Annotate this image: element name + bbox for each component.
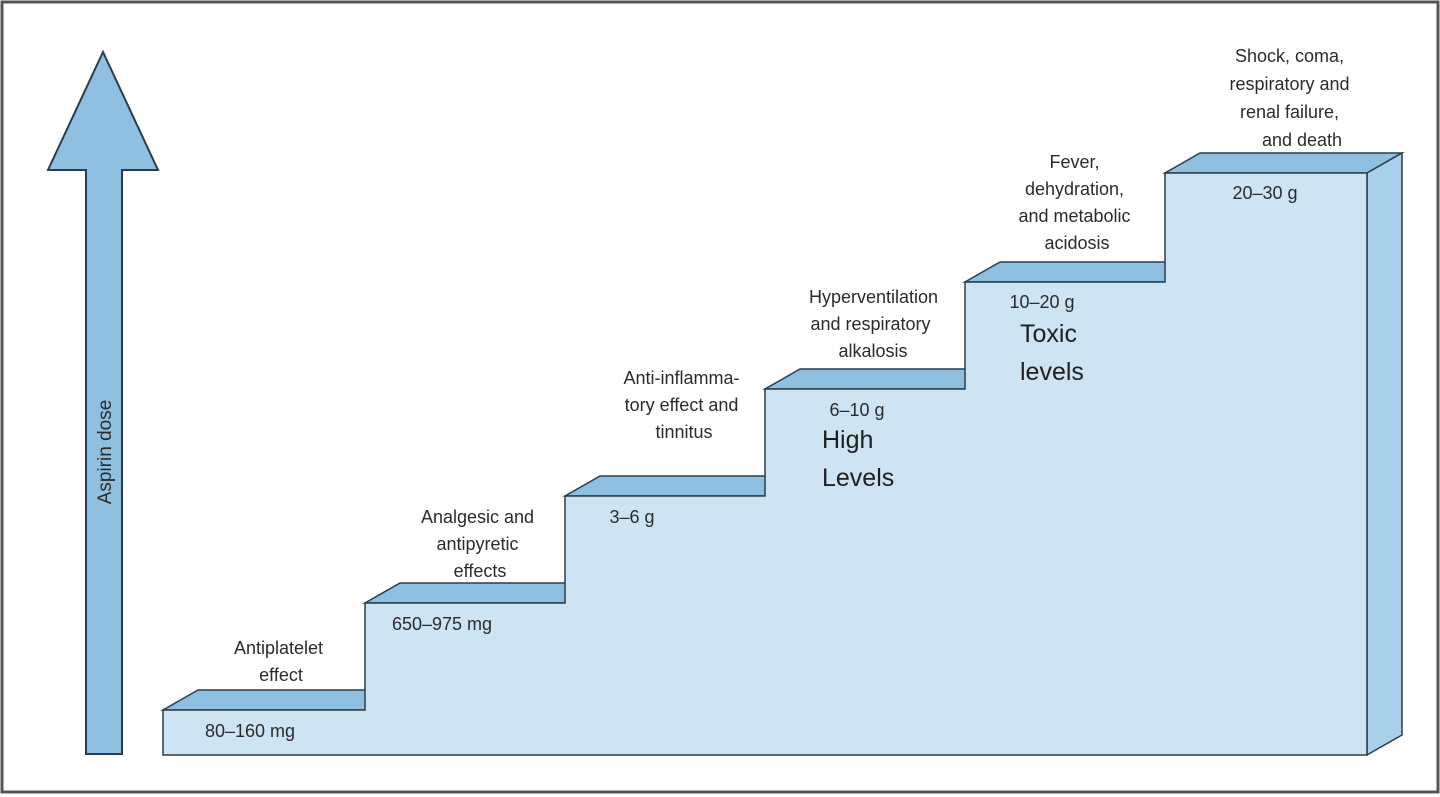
axis-label: Aspirin dose	[95, 400, 116, 505]
effect-line: tory effect and	[625, 395, 739, 415]
effect-line: Hyperventilation	[809, 287, 938, 307]
effect-line: acidosis	[1044, 233, 1109, 253]
dose-label: 6–10 g	[829, 400, 884, 420]
effect-label-step-3: Anti-inflamma- tory effect and tinnitus	[623, 368, 744, 442]
effect-line: tinnitus	[655, 422, 712, 442]
dose-labels: 80–160 mg 650–975 mg 3–6 g 6–10 g 10–20 …	[205, 183, 1298, 741]
level-annotations: High Levels Toxic levels	[822, 320, 1084, 492]
level-label: Levels	[822, 464, 894, 492]
step-6-top	[1162, 152, 1405, 174]
effect-line: renal failure,	[1240, 102, 1339, 122]
effect-line: Analgesic and	[421, 507, 534, 527]
effect-line: and death	[1262, 130, 1342, 150]
effect-line: Antiplatelet	[234, 638, 323, 658]
dose-label: 20–30 g	[1232, 183, 1297, 203]
dose-label: 650–975 mg	[392, 614, 492, 634]
dose-label: 3–6 g	[609, 507, 654, 527]
dose-label: 80–160 mg	[205, 721, 295, 741]
effect-line: and respiratory	[810, 314, 930, 334]
effect-line: dehydration,	[1025, 179, 1124, 199]
level-label: levels	[1020, 358, 1084, 386]
effect-line: respiratory and	[1229, 74, 1349, 94]
dose-arrow-icon	[46, 49, 160, 755]
effect-line: Fever,	[1049, 152, 1099, 172]
effect-line: Shock, coma,	[1235, 46, 1344, 66]
dose-label: 10–20 g	[1009, 292, 1074, 312]
effect-line: Anti-inflamma-	[623, 368, 739, 388]
effect-line: antipyretic	[436, 534, 518, 554]
effect-line: and metabolic	[1018, 206, 1130, 226]
staircase-side-face	[1366, 151, 1403, 757]
effect-label-step-6: Shock, coma, respiratory and renal failu…	[1229, 46, 1354, 150]
effect-label-step-2: Analgesic and antipyretic effects	[421, 507, 539, 581]
level-label: Toxic	[1020, 320, 1077, 348]
effect-label-step-4: Hyperventilation and respiratory alkalos…	[809, 287, 943, 361]
effect-line: effects	[454, 561, 507, 581]
effect-labels: Antiplatelet effect Analgesic and antipy…	[234, 46, 1354, 685]
staircase-front-face	[162, 172, 1368, 756]
effect-label-step-5: Fever, dehydration, and metabolic acidos…	[1018, 152, 1135, 253]
effect-label-step-1: Antiplatelet effect	[234, 638, 328, 685]
effect-line: effect	[259, 665, 303, 685]
level-label: High	[822, 426, 873, 454]
effect-line: alkalosis	[838, 341, 907, 361]
